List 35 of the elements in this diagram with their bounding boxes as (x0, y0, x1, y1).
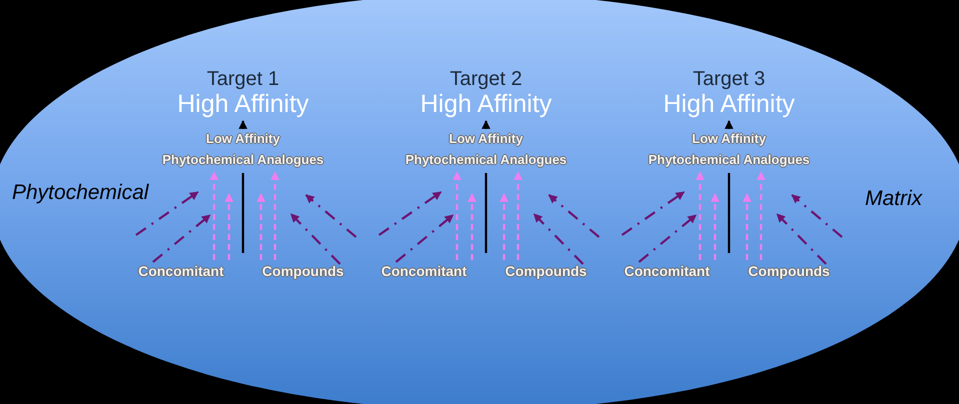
analogue-label: Low Affinity (449, 130, 523, 148)
arrow (756, 171, 766, 260)
arrow (482, 120, 490, 254)
target-label: Target 1 (206, 68, 280, 90)
arrow (710, 193, 720, 260)
target-label: Target 3 (692, 68, 766, 90)
affinity-label: High Affinity (177, 90, 309, 118)
arrow (210, 171, 218, 260)
compound-label: Concomitant (624, 262, 710, 281)
arrow (270, 171, 280, 260)
arrow (742, 193, 752, 260)
compound-label: Concomitant (381, 262, 467, 281)
arrow (724, 120, 734, 254)
matrix-label: Matrix (865, 187, 922, 211)
arrow (500, 193, 508, 260)
affinity-label: High Affinity (663, 90, 795, 118)
matrix-label: Phytochemical (12, 181, 149, 205)
arrow (696, 171, 704, 260)
arrow (468, 193, 476, 260)
analogue-label: Phytochemical Analogues (405, 151, 567, 169)
compound-label: Compounds (262, 262, 344, 281)
arrow (256, 193, 266, 260)
arrow (224, 193, 234, 260)
affinity-label: High Affinity (420, 90, 552, 118)
analogue-label: Low Affinity (206, 130, 280, 148)
arrow (514, 171, 522, 260)
compound-label: Compounds (505, 262, 587, 281)
target-label: Target 2 (450, 68, 522, 90)
analogue-label: Low Affinity (692, 130, 766, 148)
arrow (238, 120, 248, 254)
arrow (452, 171, 462, 260)
analogue-label: Phytochemical Analogues (648, 151, 810, 169)
compound-label: Concomitant (138, 262, 224, 281)
analogue-label: Phytochemical Analogues (162, 151, 324, 169)
compound-label: Compounds (748, 262, 830, 281)
